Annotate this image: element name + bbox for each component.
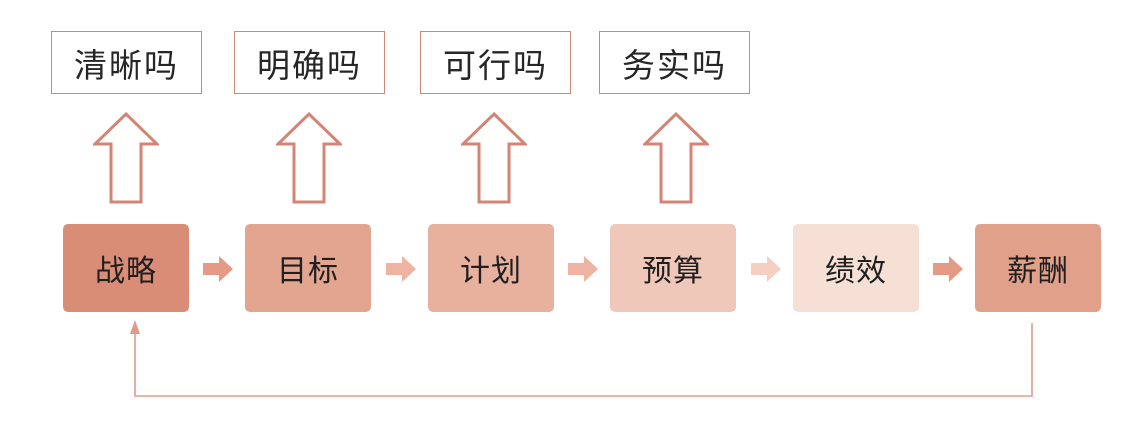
up-arrow-icon xyxy=(276,112,342,204)
step-plan: 计划 xyxy=(428,224,554,312)
question-box-feasibility: 可行吗 xyxy=(420,31,571,94)
step-compensation: 薪酬 xyxy=(975,224,1101,312)
step-performance: 绩效 xyxy=(793,224,919,312)
up-arrow-icon xyxy=(93,112,159,204)
up-arrow-icon xyxy=(461,112,527,204)
question-box-definiteness: 明确吗 xyxy=(234,31,385,94)
chevron-right-icon xyxy=(568,256,598,282)
chevron-right-icon xyxy=(751,256,781,282)
chevron-right-icon xyxy=(203,256,233,282)
step-goals: 目标 xyxy=(245,224,371,312)
up-arrow-icon xyxy=(643,112,709,204)
question-box-practicality: 务实吗 xyxy=(599,31,750,94)
chevron-right-icon xyxy=(933,256,963,282)
step-budget: 预算 xyxy=(610,224,736,312)
chevron-right-icon xyxy=(386,256,416,282)
step-strategy: 战略 xyxy=(63,224,189,312)
question-box-clarity: 清晰吗 xyxy=(51,31,202,94)
